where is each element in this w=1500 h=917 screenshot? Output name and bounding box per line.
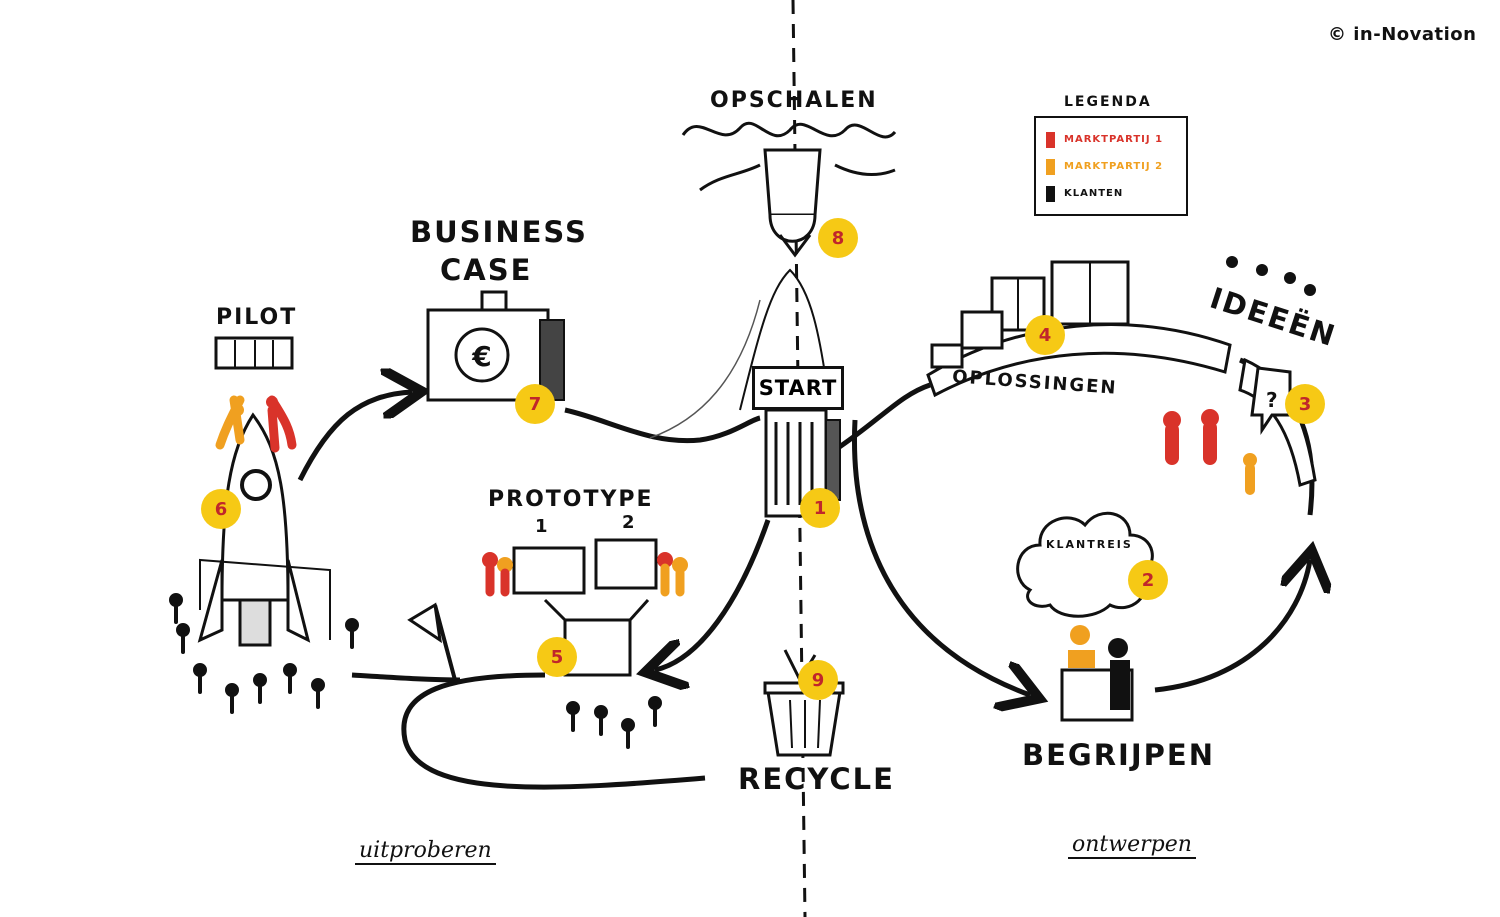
label-business: BUSINESS [410,215,588,249]
label-case: CASE [440,253,532,287]
label-pilot: PILOT [216,305,297,330]
step-badge-3: 3 [1285,384,1325,424]
person-icon [1046,159,1055,175]
legend-item-marktpartij-1: MARKTPARTIJ 1 [1046,126,1176,153]
opschalen-rocket [765,150,820,255]
label-prototype: PROTOTYPE [488,487,654,512]
prototype-group [482,540,688,675]
legend-box: MARKTPARTIJ 1 MARKTPARTIJ 2 KLANTEN [1034,116,1188,216]
flow-begrijpen-to-ideeen [1155,560,1310,690]
label-opschalen: OPSCHALEN [710,88,878,113]
legend-title: LEGENDA [1064,94,1152,110]
label-uitproberen: uitproberen [355,838,496,865]
step-badge-7: 7 [515,384,555,424]
legend-label: KLANTEN [1064,188,1123,199]
step-badge-5: 5 [537,637,577,677]
flow-pilot-base [352,675,460,680]
klantreis-cloud [1018,513,1153,616]
legend-item-marktpartij-2: MARKTPARTIJ 2 [1046,153,1176,180]
label-prototype-2: 2 [622,512,637,533]
svg-text:€: € [471,340,491,373]
label-prototype-1: 1 [535,516,550,537]
step-badge-9: 9 [798,660,838,700]
question-mark: ? [1266,388,1280,412]
copyright-text: © in-Novation [1328,24,1477,45]
flow-start-to-oplossingen [835,385,930,450]
person-icon [1046,186,1055,202]
prototype-flag [410,605,455,680]
step-badge-8: 8 [818,218,858,258]
legend-label: MARKTPARTIJ 1 [1064,134,1163,145]
flow-business-case-to-start [565,410,760,441]
flow-start-to-prototype [655,520,768,670]
step-badge-4: 4 [1025,315,1065,355]
person-icon [1046,132,1055,148]
start-sign: START [752,366,844,410]
label-klantreis: KLANTREIS [1046,538,1133,551]
flow-start-to-begrijpen [854,420,1030,695]
label-ontwerpen: ontwerpen [1068,832,1196,859]
flow-recycle-loop [404,675,705,787]
prototype-crowd [568,698,660,747]
arrow-pilot-to-business-case [300,392,412,480]
legend-label: MARKTPARTIJ 2 [1064,161,1163,172]
step-badge-6: 6 [201,489,241,529]
step-badge-1: 1 [800,488,840,528]
business-case-briefcase: € [428,292,564,400]
legend-item-klanten: KLANTEN [1046,180,1176,207]
label-recycle: RECYCLE [738,762,895,796]
label-begrijpen: BEGRIJPEN [1022,738,1215,772]
begrijpen-desk [1062,625,1132,720]
step-badge-2: 2 [1128,560,1168,600]
